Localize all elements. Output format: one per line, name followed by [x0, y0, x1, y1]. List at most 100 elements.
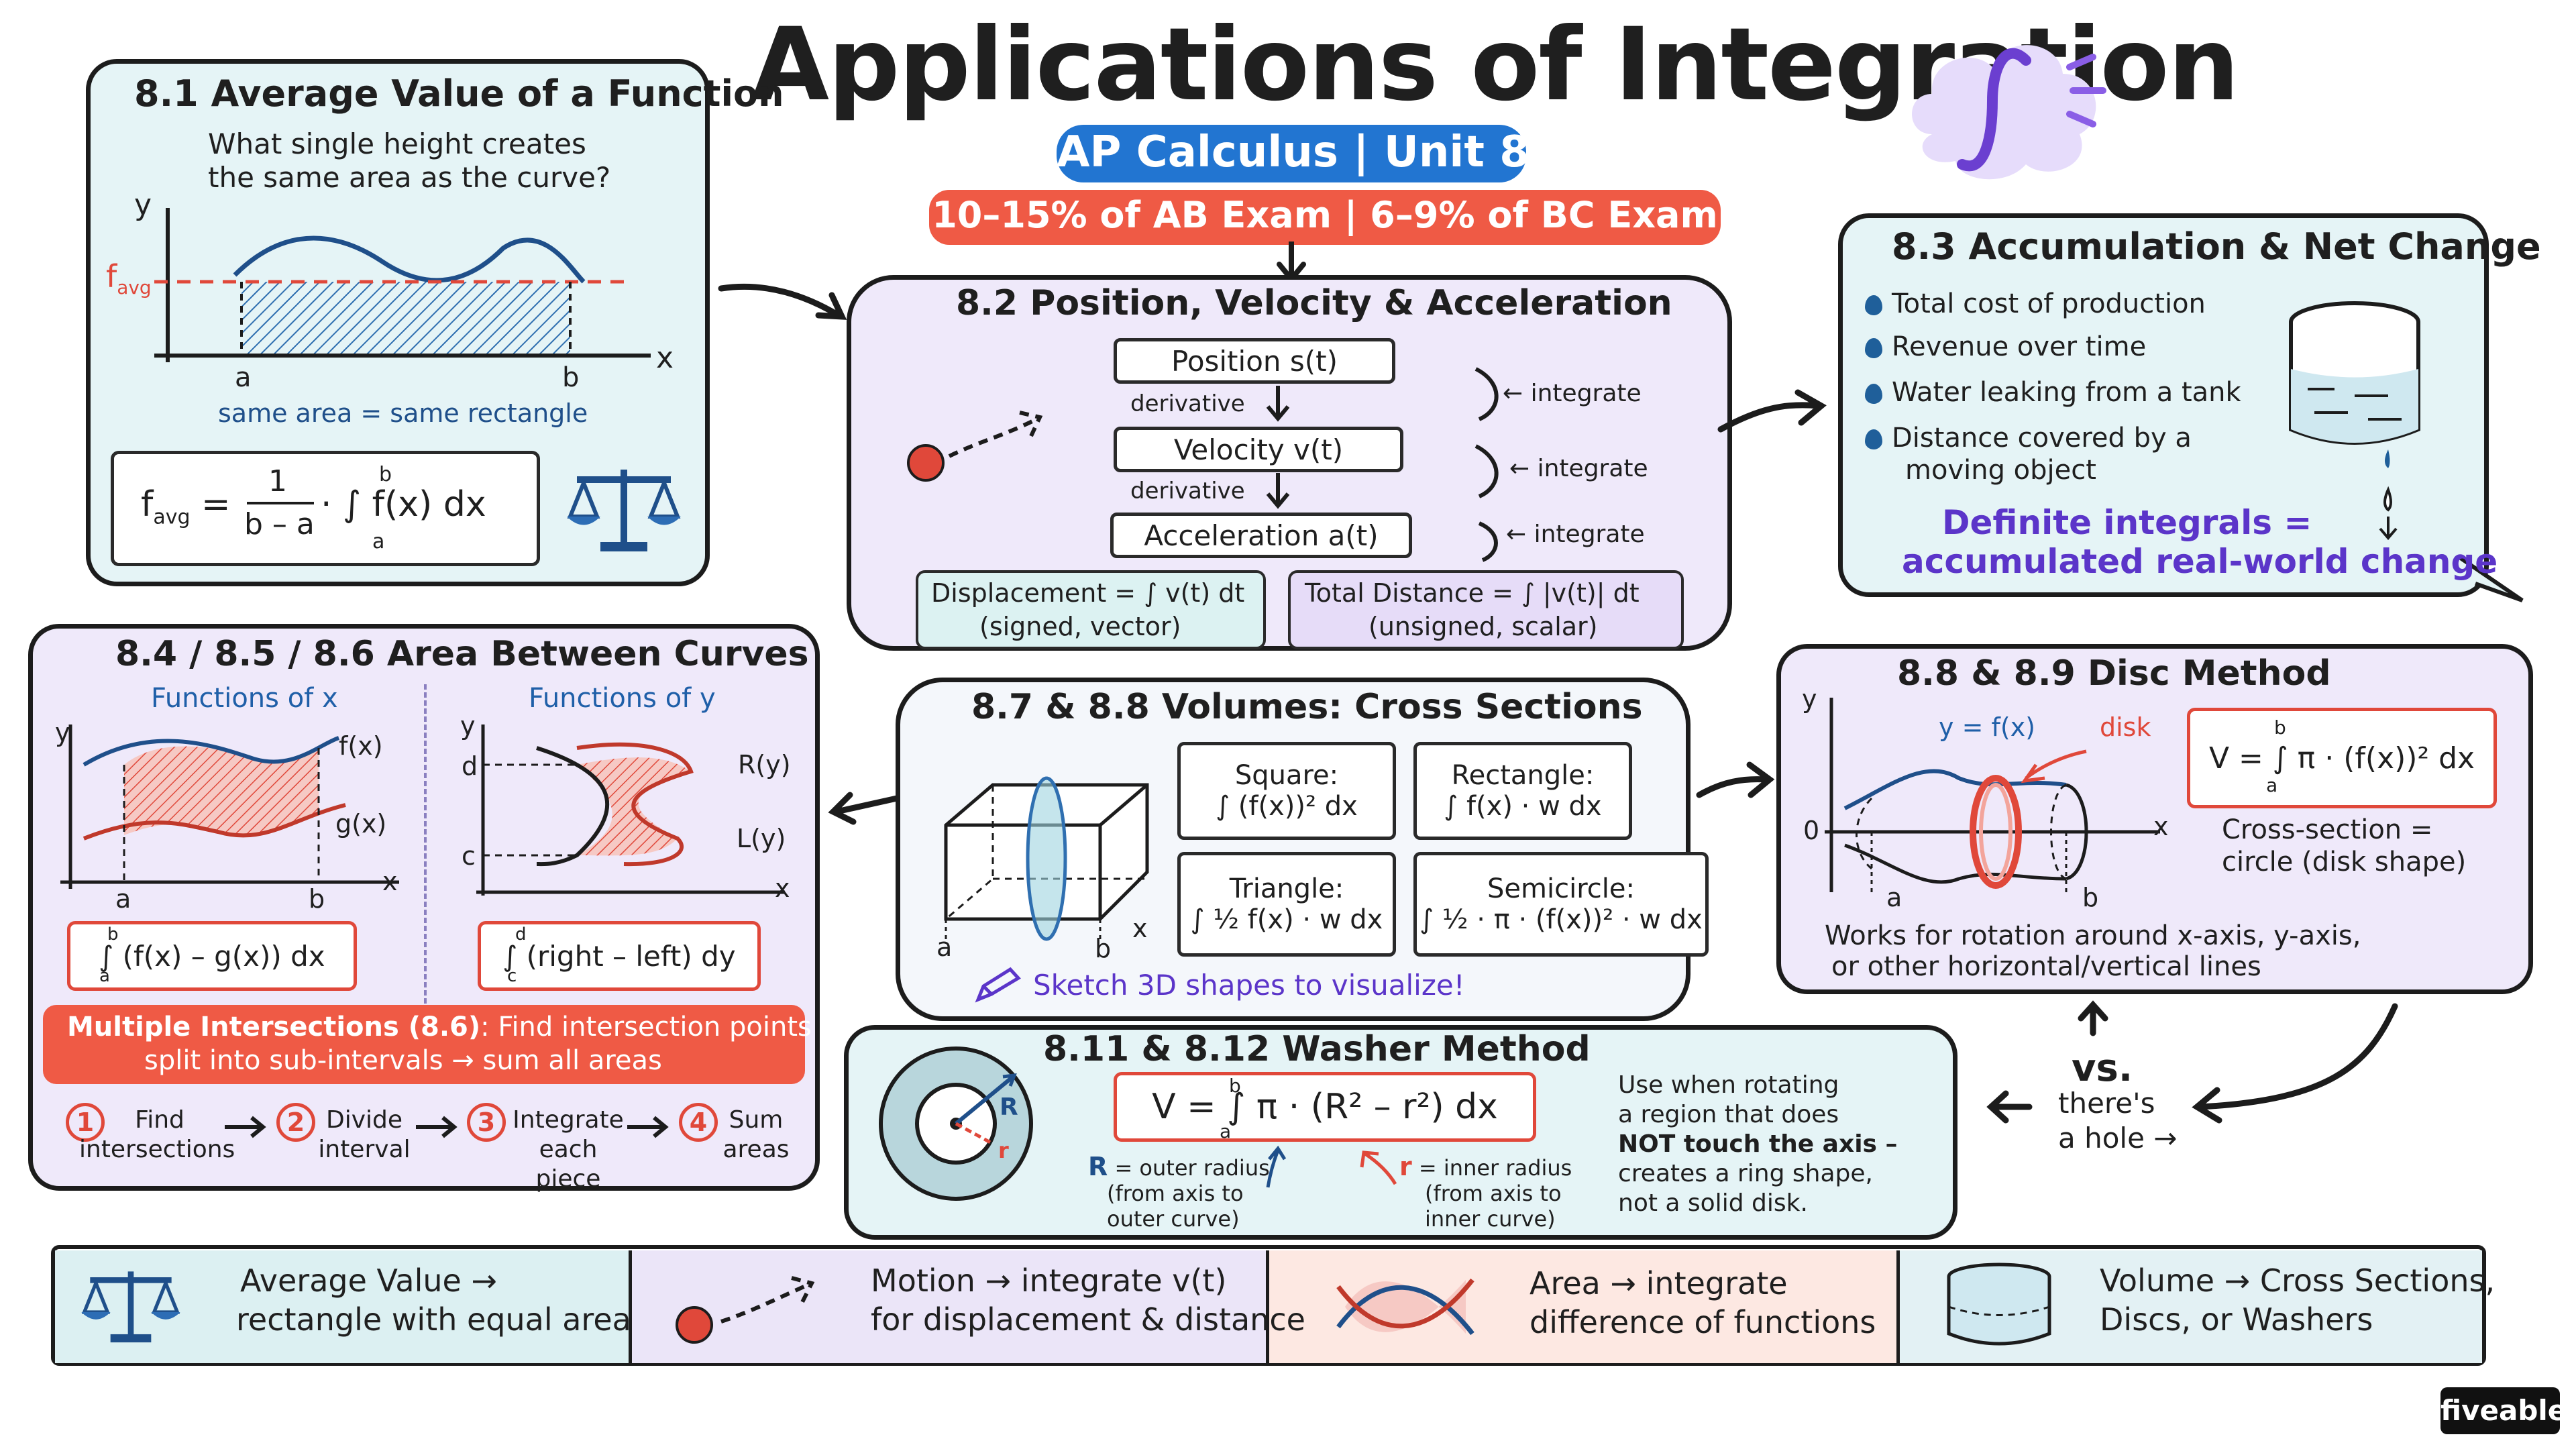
- R-label: R(y): [738, 750, 791, 780]
- crossing-curves-icon: [1336, 1278, 1474, 1336]
- g-label: g(x): [335, 809, 387, 839]
- arrow-87-to-88: [1696, 761, 1775, 798]
- s81-fraction-bar: [247, 502, 314, 504]
- summary-average-2: rectangle with equal area: [236, 1301, 631, 1338]
- multiple-intersections-banner: [43, 1005, 805, 1084]
- step-4-number: 4: [679, 1103, 718, 1142]
- s81-formula-upper: b: [379, 463, 392, 486]
- summary-strip-border: [51, 1245, 2486, 1366]
- speech-tail: [2457, 555, 2524, 602]
- s81-formula-den: b – a: [244, 507, 315, 541]
- subtitle: AP Calculus | Unit 8: [1057, 127, 1529, 177]
- s84-x2: x: [775, 873, 790, 903]
- drop-icon: [1865, 429, 1882, 449]
- s84-y2: y: [460, 711, 476, 741]
- moving-object-icon: [907, 411, 1043, 482]
- disc-graph: [1825, 698, 2160, 892]
- s84-divider: [424, 684, 427, 1020]
- arrow-87-to-84: [828, 792, 900, 825]
- distance-box: [1288, 570, 1684, 649]
- washer-use-note: Use when rotating a region that does NOT…: [1618, 1071, 1898, 1217]
- position-box: Position s(t): [1114, 338, 1395, 384]
- sketch-note: Sketch 3D shapes to visualize!: [1033, 969, 1465, 1002]
- s81-title: 8.1 Average Value of a Function: [134, 72, 784, 115]
- s811-title: 8.11 & 8.12 Washer Method: [1043, 1029, 1591, 1069]
- s88-b: b: [2082, 883, 2099, 912]
- s88-title: 8.8 & 8.9 Disc Method: [1897, 653, 2331, 694]
- disc-upper: b: [2274, 716, 2286, 739]
- drop-icon: [1865, 295, 1882, 315]
- acceleration-box: Acceleration a(t): [1110, 513, 1412, 558]
- hole-label: a hole →: [2058, 1122, 2178, 1155]
- s81-formula-lhs: favg =: [141, 484, 231, 529]
- pencil-icon: [975, 967, 1021, 1003]
- step-arrows: [225, 1116, 669, 1138]
- area-x-lower: a: [99, 966, 110, 986]
- s84-title: 8.4 / 8.5 / 8.6 Area Between Curves: [115, 634, 809, 674]
- displacement-box: [916, 570, 1266, 649]
- cross-section-solid: [944, 776, 1149, 941]
- s81-caption: same area = same rectangle: [218, 398, 588, 428]
- summary-area-2: difference of functions: [1529, 1304, 1876, 1340]
- semicircle-formula-box: Semicircle:∫ ½ · π · (f(x))² · w dx: [1413, 852, 1709, 957]
- derivative-arrows: [1266, 386, 1290, 509]
- works-line2: or other horizontal/vertical lines: [1831, 951, 2261, 982]
- brand-badge: [2440, 1387, 2560, 1434]
- area-y-upper: d: [515, 924, 527, 945]
- square-formula-box: Square:∫ (f(x))² dx: [1177, 742, 1396, 840]
- disc-formula: V = ∫ π · (f(x))² dx: [2187, 708, 2497, 808]
- works-line1: Works for rotation around x-axis, y-axis…: [1825, 920, 2361, 951]
- washer-R: R: [1000, 1093, 1018, 1121]
- fx-heading: Functions of x: [151, 683, 338, 714]
- washer-arrows: [1266, 1145, 1397, 1188]
- area-x-graph: [60, 724, 399, 889]
- s84-c: c: [462, 841, 476, 871]
- s81-y-axis: y: [134, 188, 152, 222]
- multi-line2: split into sub-intervals → sum all areas: [144, 1045, 662, 1076]
- s88-x: x: [2153, 812, 2169, 841]
- washer-lower: a: [1220, 1120, 1232, 1142]
- s83-item-3: Water leaking from a tank: [1865, 377, 2241, 408]
- area-y-formula: ∫ (right – left) dy: [478, 921, 761, 991]
- s81-formula-num: 1: [268, 464, 287, 498]
- s81-formula-box: [111, 451, 540, 566]
- theres-label: there's: [2058, 1087, 2155, 1120]
- summary-cell-motion: [632, 1250, 1269, 1363]
- summary-area-1: Area → integrate: [1529, 1265, 1788, 1301]
- exam-weight-pill: [929, 190, 1721, 245]
- integrate-arrows: [1474, 367, 1499, 562]
- summary-volume-2: Discs, or Washers: [2100, 1301, 2373, 1338]
- R-note: R = outer radius (from axis to outer cur…: [1088, 1152, 1270, 1232]
- arrow-81-to-82: [718, 283, 847, 320]
- vs-arrows: [1986, 1000, 2398, 1124]
- fy-heading: Functions of y: [529, 683, 716, 714]
- s81-x-axis: x: [656, 341, 674, 375]
- cross-line2: circle (disk shape): [2222, 847, 2467, 877]
- subtitle-pill: [1057, 125, 1526, 182]
- disc-lower: a: [2266, 774, 2278, 796]
- s87-b: b: [1095, 934, 1112, 963]
- motion-dot-icon: [676, 1276, 815, 1344]
- integrate-label-3: ← integrate: [1506, 521, 1645, 548]
- s82-title: 8.2 Position, Velocity & Acceleration: [956, 283, 1672, 323]
- s81-a: a: [235, 362, 252, 393]
- integrate-label-2: ← integrate: [1509, 455, 1648, 482]
- area-x-upper: b: [107, 924, 119, 945]
- f-label: f(x): [339, 731, 383, 761]
- s81-average-graph: [154, 208, 651, 362]
- distance-line1: Total Distance = ∫ |v(t)| dt: [1305, 578, 1640, 608]
- scale-icon: [81, 1271, 180, 1343]
- s88-a: a: [1886, 883, 1902, 912]
- s83-summary-2: accumulated real-world change: [1902, 542, 2498, 581]
- s84-x1: x: [382, 867, 398, 896]
- summary-volume-1: Volume → Cross Sections,: [2100, 1263, 2496, 1299]
- multi-line1: Multiple Intersections (8.6): Find inter…: [67, 1012, 843, 1042]
- s81-formula-rest: · ∫ f(x) dx: [321, 484, 486, 525]
- yfx-label: y = f(x): [1939, 712, 2036, 742]
- distance-line2: (unsigned, scalar): [1368, 612, 1598, 641]
- arrow-82-to-83: [1717, 389, 1827, 433]
